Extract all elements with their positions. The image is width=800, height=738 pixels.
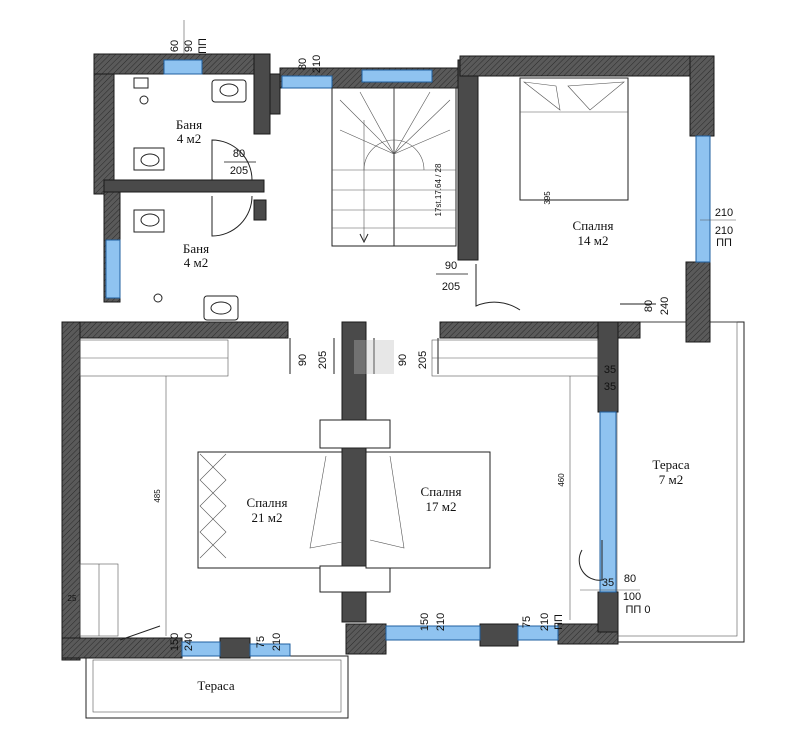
dim-door-te-pp0: ПП 0 bbox=[626, 604, 651, 616]
room-name-bedroom-sw: Спалня bbox=[247, 495, 288, 510]
bath-lower-fixtures bbox=[133, 209, 239, 321]
dim-win-se-75: 75 bbox=[521, 616, 533, 628]
dim-460: 460 bbox=[557, 473, 566, 487]
dim-win-se-pp: ПП bbox=[553, 614, 565, 630]
room-area-bath-lower: 4 м2 bbox=[184, 255, 208, 270]
doors bbox=[119, 139, 656, 641]
windows bbox=[105, 59, 711, 657]
room-area-bedroom-sw: 21 м2 bbox=[252, 510, 283, 525]
watermark-logo bbox=[354, 340, 394, 374]
dim-door-e-80: 80 bbox=[643, 300, 655, 312]
dim-win-pp: ПП bbox=[197, 38, 209, 54]
room-name-terrace-e: Тераса bbox=[652, 457, 689, 472]
bath-upper-fixtures bbox=[133, 77, 247, 171]
dim-485: 485 bbox=[153, 489, 162, 503]
room-name-terrace-s: Тераса bbox=[197, 678, 234, 693]
room-area-bath-upper: 4 м2 bbox=[177, 131, 201, 146]
room-name-bath-upper: Баня bbox=[176, 117, 202, 132]
dim-25: 25 bbox=[68, 594, 77, 603]
dim-door-205-b: 205 bbox=[442, 281, 460, 293]
dim-win-e-210b: 210 bbox=[715, 225, 733, 237]
room-name-bedroom-ne: Спалня bbox=[573, 218, 614, 233]
staircase bbox=[331, 87, 457, 247]
dim-door-e-240: 240 bbox=[659, 297, 671, 315]
dimension-lines bbox=[165, 20, 736, 636]
room-name-bath-lower: Баня bbox=[183, 241, 209, 256]
dim-win-sc-210: 210 bbox=[435, 613, 447, 631]
dim-door-te-100: 100 bbox=[623, 591, 641, 603]
dim-win-e-210: 210 bbox=[715, 207, 733, 219]
bed-northeast bbox=[519, 77, 629, 201]
dim-win-60: 60 bbox=[169, 40, 181, 52]
room-name-bedroom-sc: Спалня bbox=[421, 484, 462, 499]
dim-door-205: 205 bbox=[230, 165, 248, 177]
wardrobes bbox=[79, 339, 599, 637]
dim-win-90: 90 bbox=[183, 40, 195, 52]
dim-35-c: 35 bbox=[602, 577, 614, 589]
dim-win-s-150: 150 bbox=[169, 633, 181, 651]
dim-door-90: 90 bbox=[445, 260, 457, 272]
exterior-walls bbox=[61, 53, 715, 661]
dim-win-s-240: 240 bbox=[183, 633, 195, 651]
dim-door-c-205: 205 bbox=[417, 351, 429, 369]
stair-label: 17st.17.64 / 28 bbox=[434, 163, 443, 216]
dim-35-b: 35 bbox=[604, 381, 616, 393]
room-area-terrace-e: 7 м2 bbox=[659, 472, 683, 487]
dim-win-se-210: 210 bbox=[539, 613, 551, 631]
dim-win-e-pp: ПП bbox=[716, 237, 732, 249]
dim-win-s-210: 210 bbox=[271, 633, 283, 651]
dim-win-80: 80 bbox=[297, 58, 309, 70]
dim-door-c-90: 90 bbox=[397, 354, 409, 366]
dim-win-sc-150: 150 bbox=[419, 613, 431, 631]
dim-35-a: 35 bbox=[604, 364, 616, 376]
dim-door-80: 80 bbox=[233, 148, 245, 160]
dim-door-w-90: 90 bbox=[297, 354, 309, 366]
dim-door-w-205: 205 bbox=[317, 351, 329, 369]
bed-southwest bbox=[197, 419, 391, 593]
dim-win-210: 210 bbox=[311, 55, 323, 73]
dim-door-te-80: 80 bbox=[624, 573, 636, 585]
dim-395: 395 bbox=[543, 191, 552, 205]
bed-southcenter bbox=[365, 451, 491, 569]
dim-win-s-75: 75 bbox=[255, 636, 267, 648]
room-area-bedroom-ne: 14 м2 bbox=[578, 233, 609, 248]
room-area-bedroom-sc: 17 м2 bbox=[426, 499, 457, 514]
